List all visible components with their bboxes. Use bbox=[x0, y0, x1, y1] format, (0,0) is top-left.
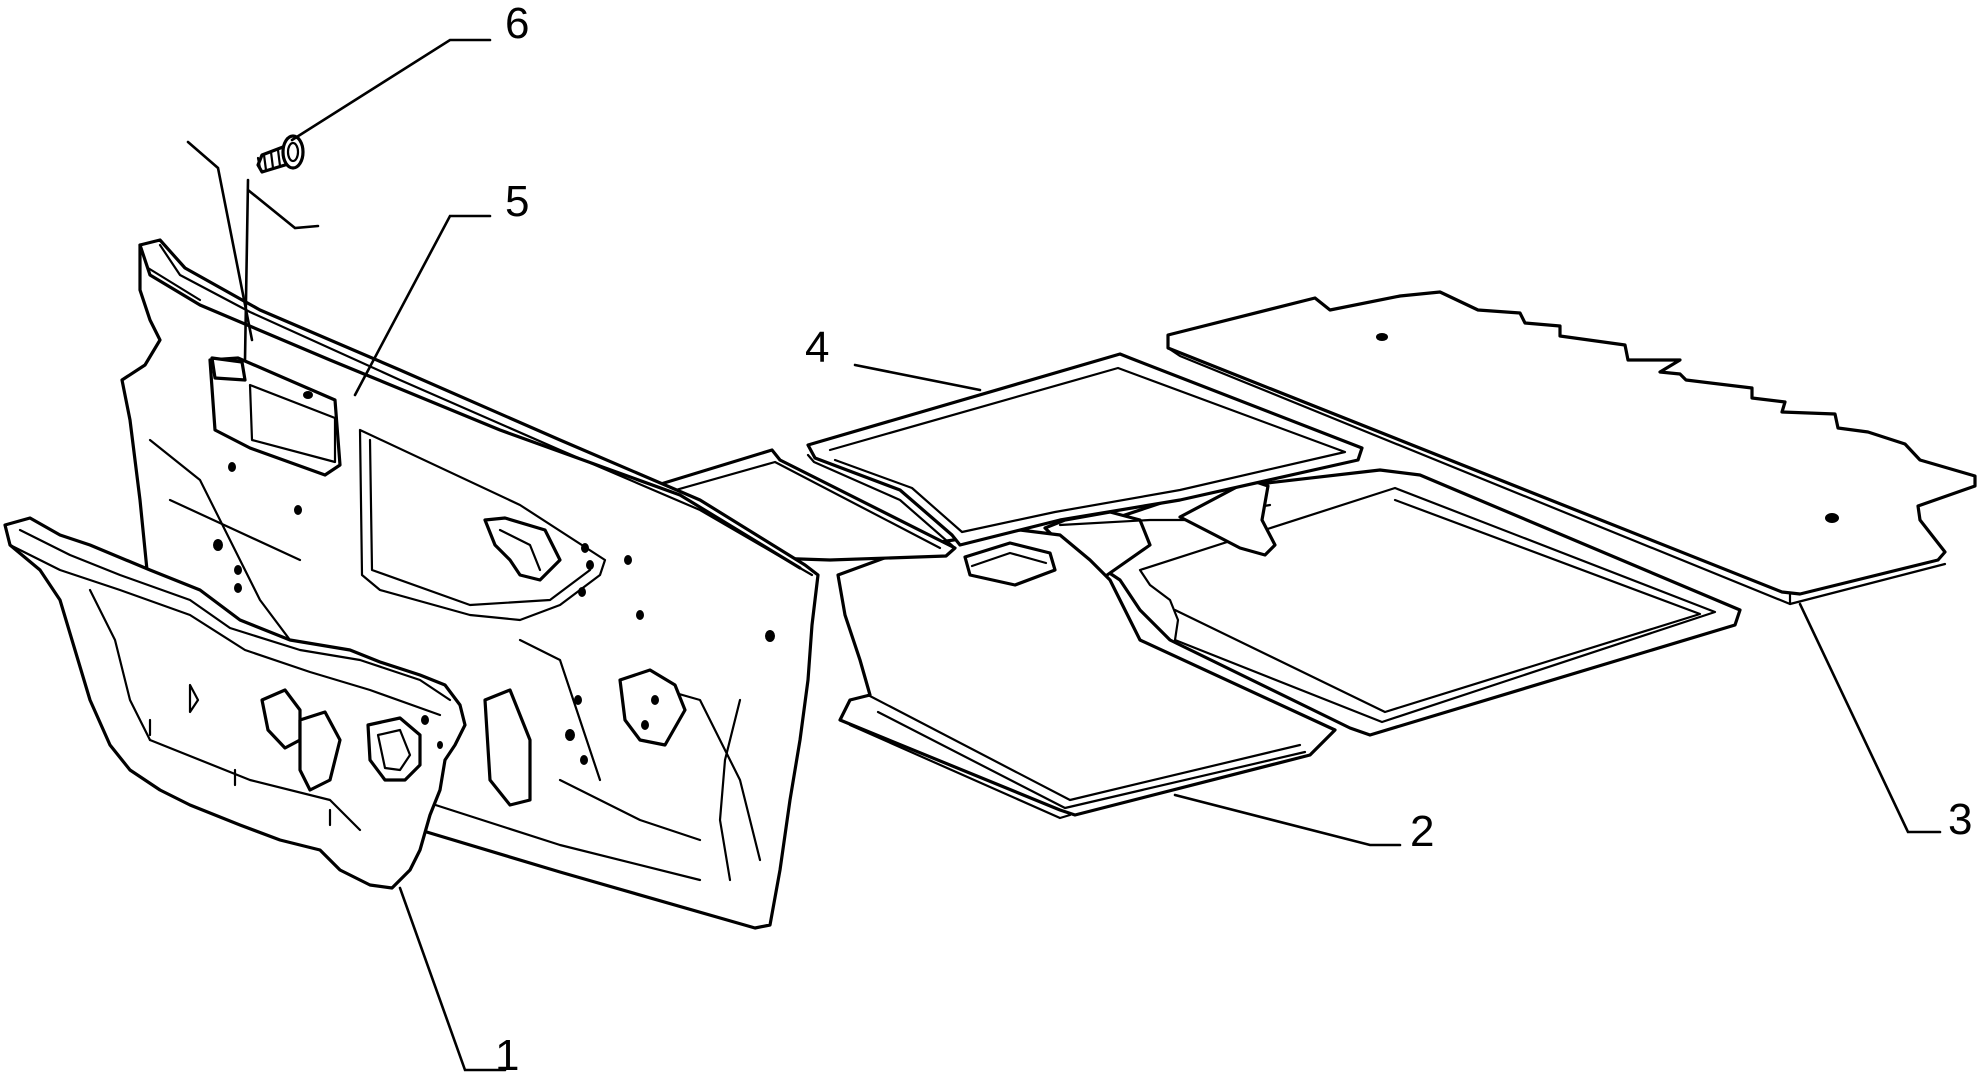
leader-2 bbox=[1173, 793, 1402, 847]
callout-1: 1 bbox=[495, 1031, 519, 1076]
callout-labels: 6 5 4 2 3 1 bbox=[495, 0, 1972, 1076]
part-2-front-floor-mat bbox=[836, 468, 1742, 820]
leader-1 bbox=[398, 886, 507, 1072]
leader-3 bbox=[1798, 602, 1942, 834]
callout-5: 5 bbox=[505, 177, 529, 226]
leader-4 bbox=[853, 363, 982, 392]
callout-leaders bbox=[290, 38, 1942, 1072]
leader-6 bbox=[290, 38, 492, 142]
leader-5 bbox=[353, 214, 492, 397]
part-3-rear-floor-mat bbox=[1166, 290, 1977, 606]
callout-4: 4 bbox=[805, 323, 829, 372]
callout-6: 6 bbox=[505, 0, 529, 48]
callout-2: 2 bbox=[1410, 807, 1434, 856]
callout-3: 3 bbox=[1948, 795, 1972, 844]
assembly-reference-lines bbox=[186, 140, 320, 362]
part-1-dash-crossmember bbox=[3, 516, 467, 890]
part-5-firewall-panel bbox=[120, 238, 820, 930]
part-6-screw bbox=[256, 134, 305, 174]
